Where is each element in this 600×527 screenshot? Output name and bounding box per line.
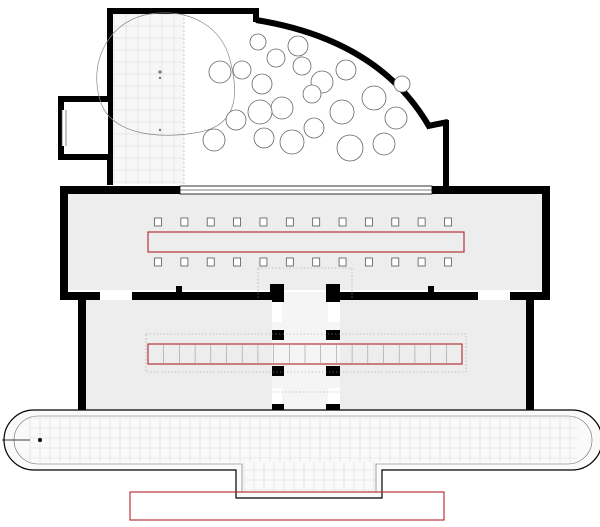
segmented-display-table — [147, 343, 463, 365]
chair-icon — [365, 257, 373, 267]
chair-icon — [233, 257, 241, 267]
chair-icon — [391, 217, 400, 227]
chair-icon — [285, 257, 294, 267]
chair-icon — [444, 217, 452, 227]
circle-tree-icon — [247, 99, 273, 125]
courtyard-paving — [113, 13, 185, 184]
circle-tree-icon — [303, 117, 325, 139]
chair-icon — [259, 217, 268, 227]
chair-icon — [180, 257, 189, 267]
chair-icon — [312, 217, 321, 227]
circle-tree-icon — [372, 132, 396, 156]
chair-icon — [154, 257, 162, 267]
chair-icon — [338, 257, 347, 267]
circle-tree-icon — [384, 106, 408, 130]
chair-icon — [417, 257, 426, 267]
front-step — [129, 491, 445, 521]
chair-icon — [259, 257, 268, 267]
circle-tree-icon — [249, 33, 267, 51]
circle-tree-icon — [208, 60, 232, 84]
circle-tree-icon — [361, 85, 387, 111]
chair-icon — [365, 217, 373, 227]
chair-icon — [391, 257, 400, 267]
circle-tree-icon — [253, 127, 275, 149]
pond-outline — [96, 12, 235, 136]
entry-terrace — [3, 409, 600, 499]
chair-icon — [154, 217, 162, 227]
chair-icon — [417, 217, 426, 227]
circle-tree-icon — [270, 96, 294, 120]
upper-hall — [60, 185, 550, 300]
chair-icon — [444, 257, 452, 267]
chair-icon — [312, 257, 321, 267]
vestibule-annex — [58, 96, 110, 160]
circle-tree-icon — [232, 60, 252, 80]
chair-icon — [338, 217, 347, 227]
chair-icon — [206, 217, 215, 227]
chair-icon — [180, 217, 189, 227]
garden-trees — [202, 33, 411, 162]
fountain-point-icon — [158, 128, 162, 132]
table-chairs — [154, 217, 452, 267]
chair-icon — [206, 257, 215, 267]
circle-tree-icon — [266, 48, 286, 68]
circle-tree-icon — [202, 128, 226, 152]
circle-tree-icon — [251, 73, 273, 95]
fountain-point-icon — [158, 76, 162, 80]
circle-tree-icon — [335, 59, 357, 81]
circle-tree-icon — [393, 75, 411, 93]
circle-tree-icon — [287, 35, 309, 57]
circle-tree-icon — [329, 99, 355, 125]
circle-tree-icon — [225, 109, 247, 131]
entry-marker-icon — [2, 438, 42, 442]
fountain-point-icon — [158, 70, 162, 74]
chair-icon — [233, 217, 241, 227]
circle-tree-icon — [302, 84, 322, 104]
long-table — [147, 231, 465, 253]
chair-icon — [285, 217, 294, 227]
circle-tree-icon — [292, 56, 312, 76]
circle-tree-icon — [336, 134, 364, 162]
circle-tree-icon — [279, 129, 305, 155]
